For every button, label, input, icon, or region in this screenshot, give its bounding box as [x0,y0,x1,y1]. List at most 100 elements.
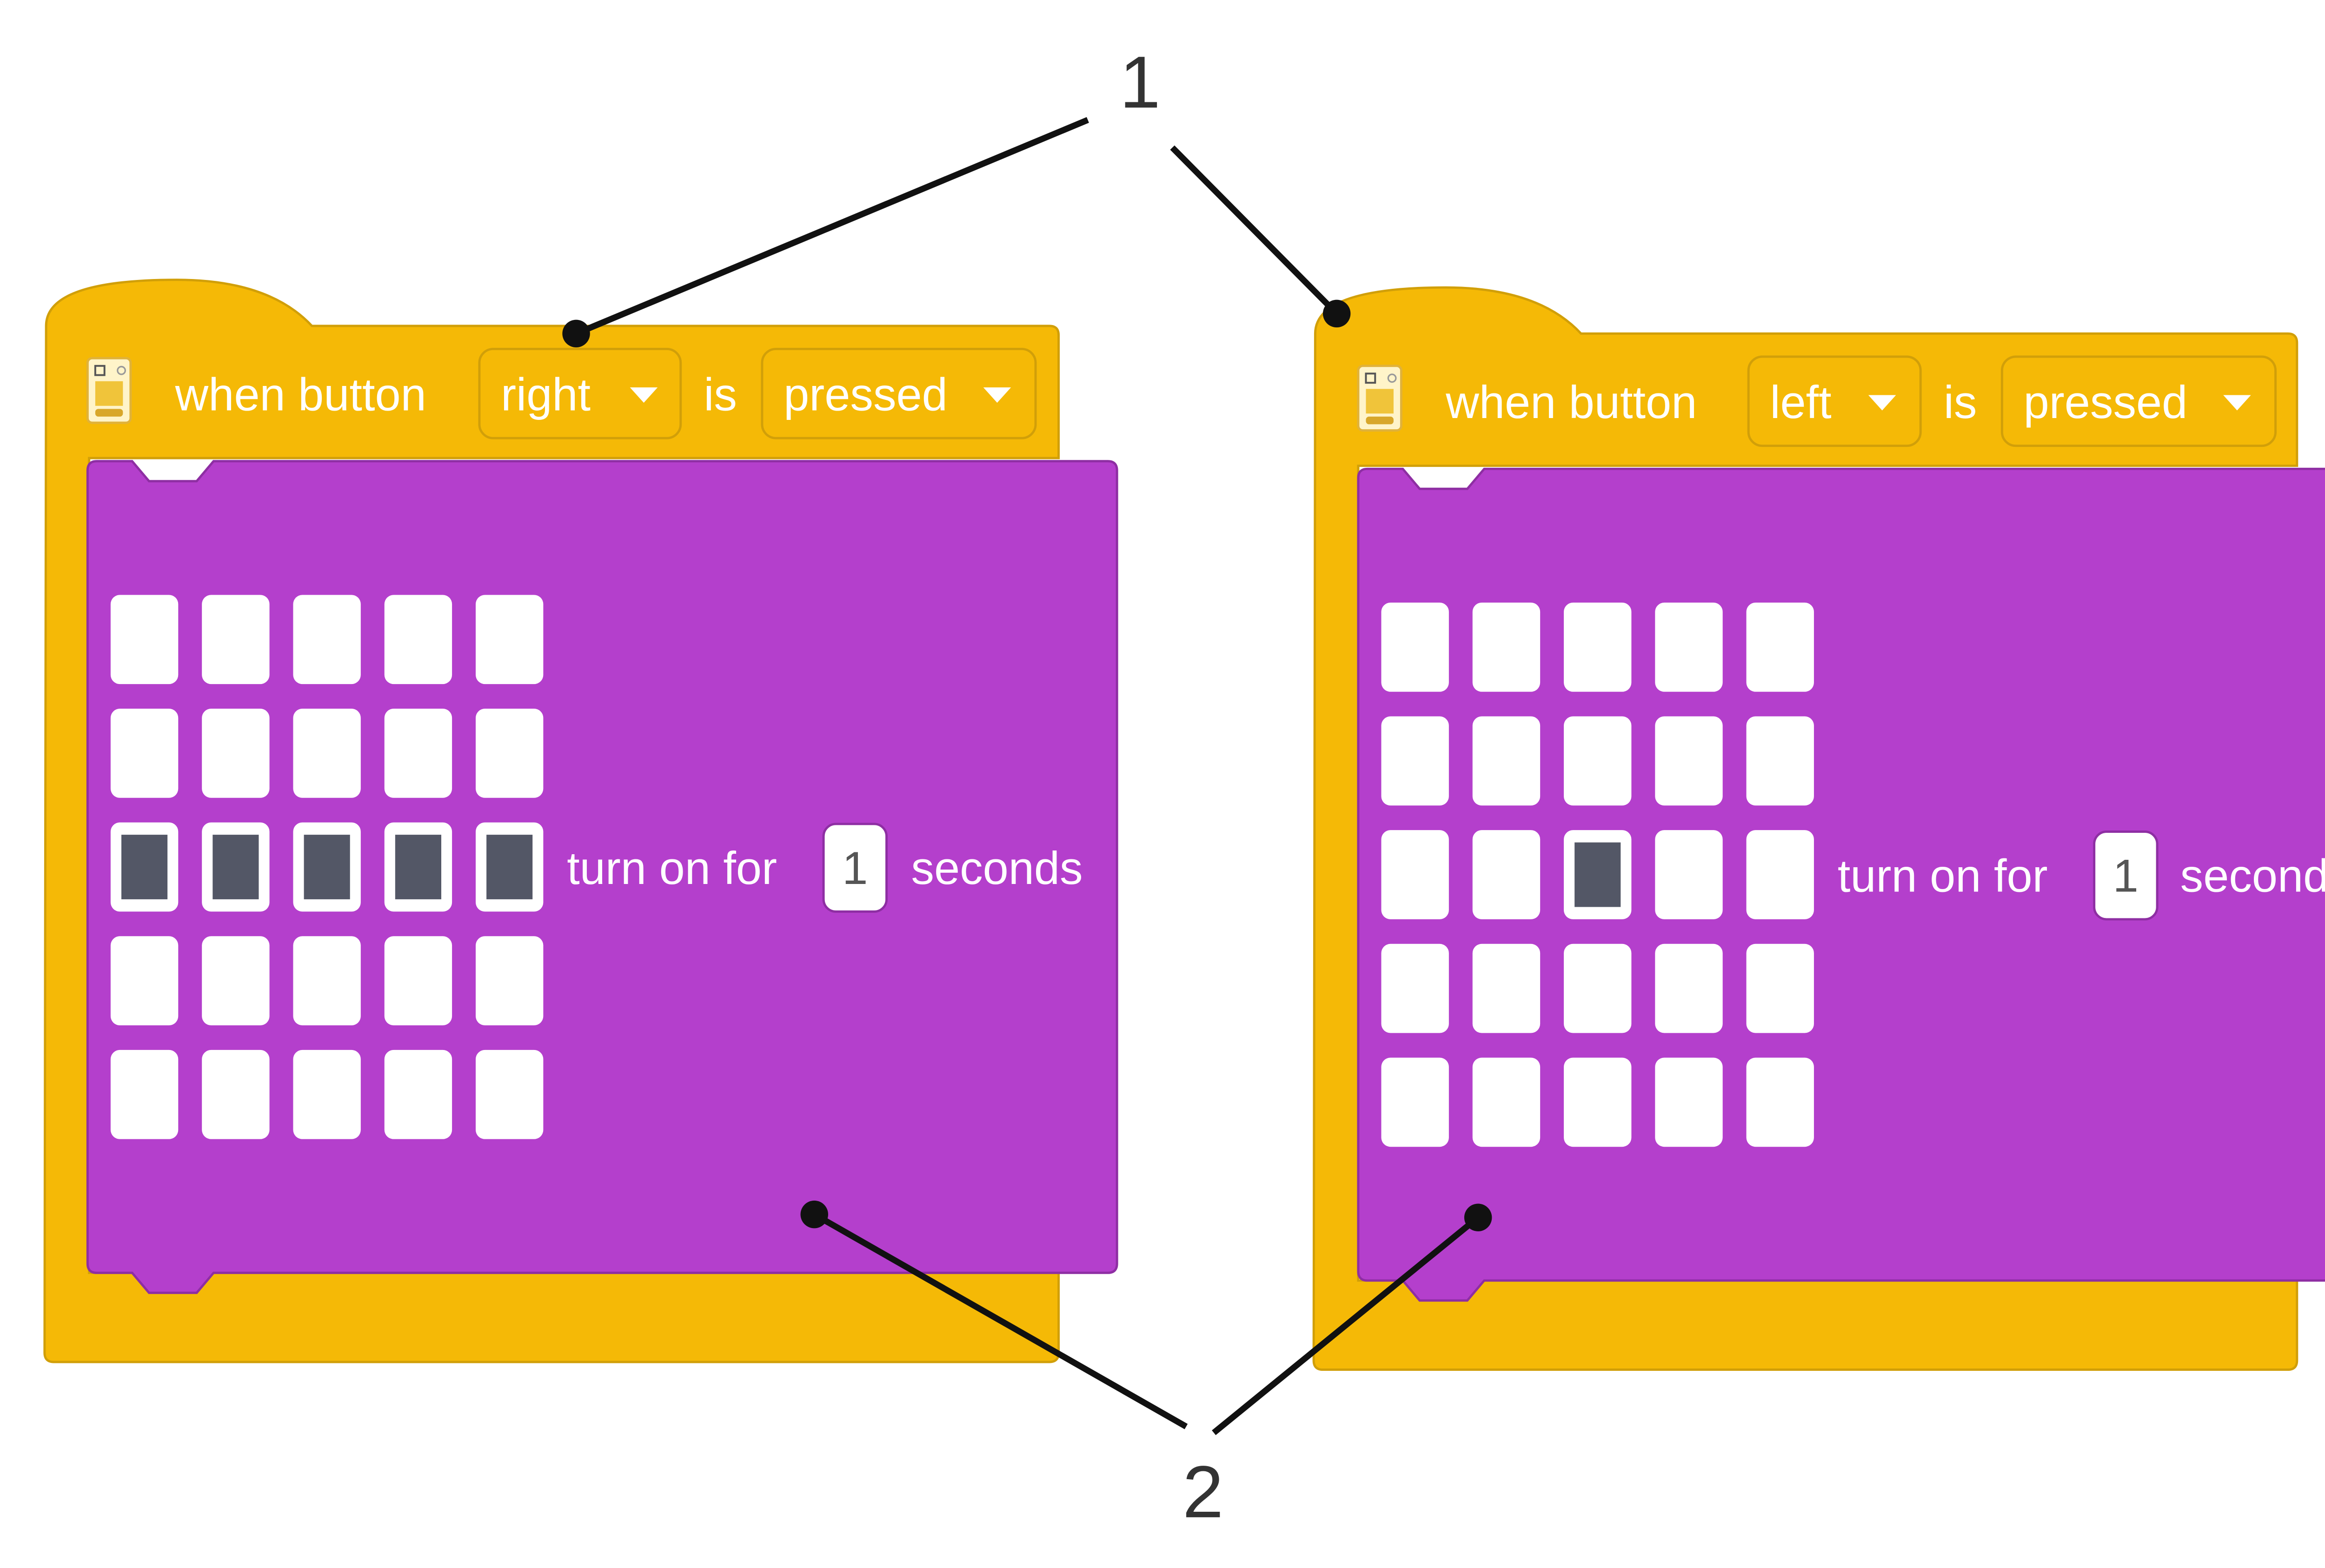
led-cell-r4-c2[interactable] [202,936,270,1026]
caret-down-icon [2223,395,2251,411]
led-cell-r1-c1[interactable] [110,595,179,684]
button-value: right [501,369,591,421]
callout-label-2: 2 [1182,1450,1223,1533]
button-dropdown[interactable]: right [478,347,682,439]
led-cell-r3-c3[interactable] [1564,830,1632,919]
led-cell-r3-c2[interactable] [202,822,270,912]
seconds-value: 1 [842,843,868,894]
led-lit [1574,842,1621,907]
led-cell-r2-c5[interactable] [475,709,544,798]
led-lit [486,835,533,899]
seconds-label: seconds [2180,850,2325,902]
callout-dot [1464,1203,1492,1232]
led-cell-r5-c5[interactable] [1746,1057,1814,1147]
callout-dot [1322,299,1351,328]
led-cell-r5-c2[interactable] [202,1050,270,1139]
state-dropdown[interactable]: pressed [2000,355,2277,447]
led-cell-r2-c3[interactable] [293,709,361,798]
led-cell-r1-c3[interactable] [1564,602,1632,692]
led-lit [395,835,441,899]
led-cell-r4-c5[interactable] [475,936,544,1026]
callout-1: 1 [562,40,1351,348]
state-value: pressed [2024,377,2188,428]
led-cell-r2-c1[interactable] [110,709,179,798]
led-cell-r2-c3[interactable] [1564,716,1632,806]
caret-down-icon [983,387,1011,403]
led-cell-r2-c2[interactable] [202,709,270,798]
led-cell-r4-c4[interactable] [1655,943,1723,1033]
button-dropdown[interactable]: left [1747,355,1922,447]
led-cell-r1-c3[interactable] [293,595,361,684]
led-cell-r3-c1[interactable] [1381,830,1449,919]
led-cell-r1-c2[interactable] [1472,602,1541,692]
led-cell-r5-c1[interactable] [110,1050,179,1139]
led-cell-r5-c4[interactable] [384,1050,452,1139]
led-cell-r4-c3[interactable] [1564,943,1632,1033]
seconds-input[interactable]: 1 [2093,831,2159,921]
is-label: is [704,369,737,421]
led-cell-r4-c2[interactable] [1472,943,1541,1033]
callout-leader-line [575,117,1089,337]
led-cell-r1-c4[interactable] [1655,602,1723,692]
seconds-input[interactable]: 1 [822,823,888,913]
led-matrix[interactable] [1381,602,1814,1147]
action-label: turn on for [1838,850,2048,902]
led-matrix[interactable] [110,595,544,1139]
caret-down-icon [630,387,658,403]
light-matrix-block[interactable]: turn on for 1 seconds [86,460,1118,1294]
led-cell-r1-c5[interactable] [475,595,544,684]
led-cell-r4-c1[interactable] [1381,943,1449,1033]
callout-dot [562,319,590,348]
event-label: when button [175,369,426,421]
led-cell-r5-c2[interactable] [1472,1057,1541,1147]
callout-label-1: 1 [1120,40,1161,123]
is-label: is [1944,377,1977,428]
led-cell-r1-c4[interactable] [384,595,452,684]
led-cell-r5-c1[interactable] [1381,1057,1449,1147]
led-lit [121,835,168,899]
hat-block-left[interactable]: when button left is pressed turn on for … [1312,286,2325,1371]
led-cell-r3-c5[interactable] [475,822,544,912]
seconds-value: 1 [2113,850,2139,902]
led-lit [304,835,350,899]
action-label: turn on for [567,843,777,894]
led-cell-r1-c2[interactable] [202,595,270,684]
led-cell-r4-c4[interactable] [384,936,452,1026]
led-cell-r1-c1[interactable] [1381,602,1449,692]
led-cell-r5-c5[interactable] [475,1050,544,1139]
event-label: when button [1445,377,1697,428]
led-cell-r4-c3[interactable] [293,936,361,1026]
led-cell-r3-c1[interactable] [110,822,179,912]
seconds-label: seconds [911,843,1083,894]
led-cell-r2-c1[interactable] [1381,716,1449,806]
state-value: pressed [784,369,948,421]
led-cell-r4-c5[interactable] [1746,943,1814,1033]
state-dropdown[interactable]: pressed [761,347,1037,439]
led-cell-r5-c3[interactable] [293,1050,361,1139]
led-cell-r2-c5[interactable] [1746,716,1814,806]
led-cell-r5-c4[interactable] [1655,1057,1723,1147]
led-cell-r2-c2[interactable] [1472,716,1541,806]
light-matrix-block[interactable]: turn on for 1 seconds [1357,467,2325,1302]
callout-leader-line [1170,145,1339,316]
hat-block-right[interactable]: when button right is pressed turn on for… [43,279,1118,1363]
led-cell-r5-c3[interactable] [1564,1057,1632,1147]
led-cell-r4-c1[interactable] [110,936,179,1026]
caret-down-icon [1868,395,1896,411]
callout-dot [800,1200,828,1229]
led-cell-r3-c5[interactable] [1746,830,1814,919]
led-lit [213,835,259,899]
callout-leader-line [1212,1215,1480,1435]
led-cell-r2-c4[interactable] [384,709,452,798]
led-cell-r1-c5[interactable] [1746,602,1814,692]
led-cell-r2-c4[interactable] [1655,716,1723,806]
led-cell-r3-c2[interactable] [1472,830,1541,919]
led-cell-r3-c3[interactable] [293,822,361,912]
button-value: left [1770,377,1831,428]
callout-leader-line [812,1211,1188,1429]
hub-icon [1357,365,1402,432]
led-cell-r3-c4[interactable] [1655,830,1723,919]
led-cell-r3-c4[interactable] [384,822,452,912]
